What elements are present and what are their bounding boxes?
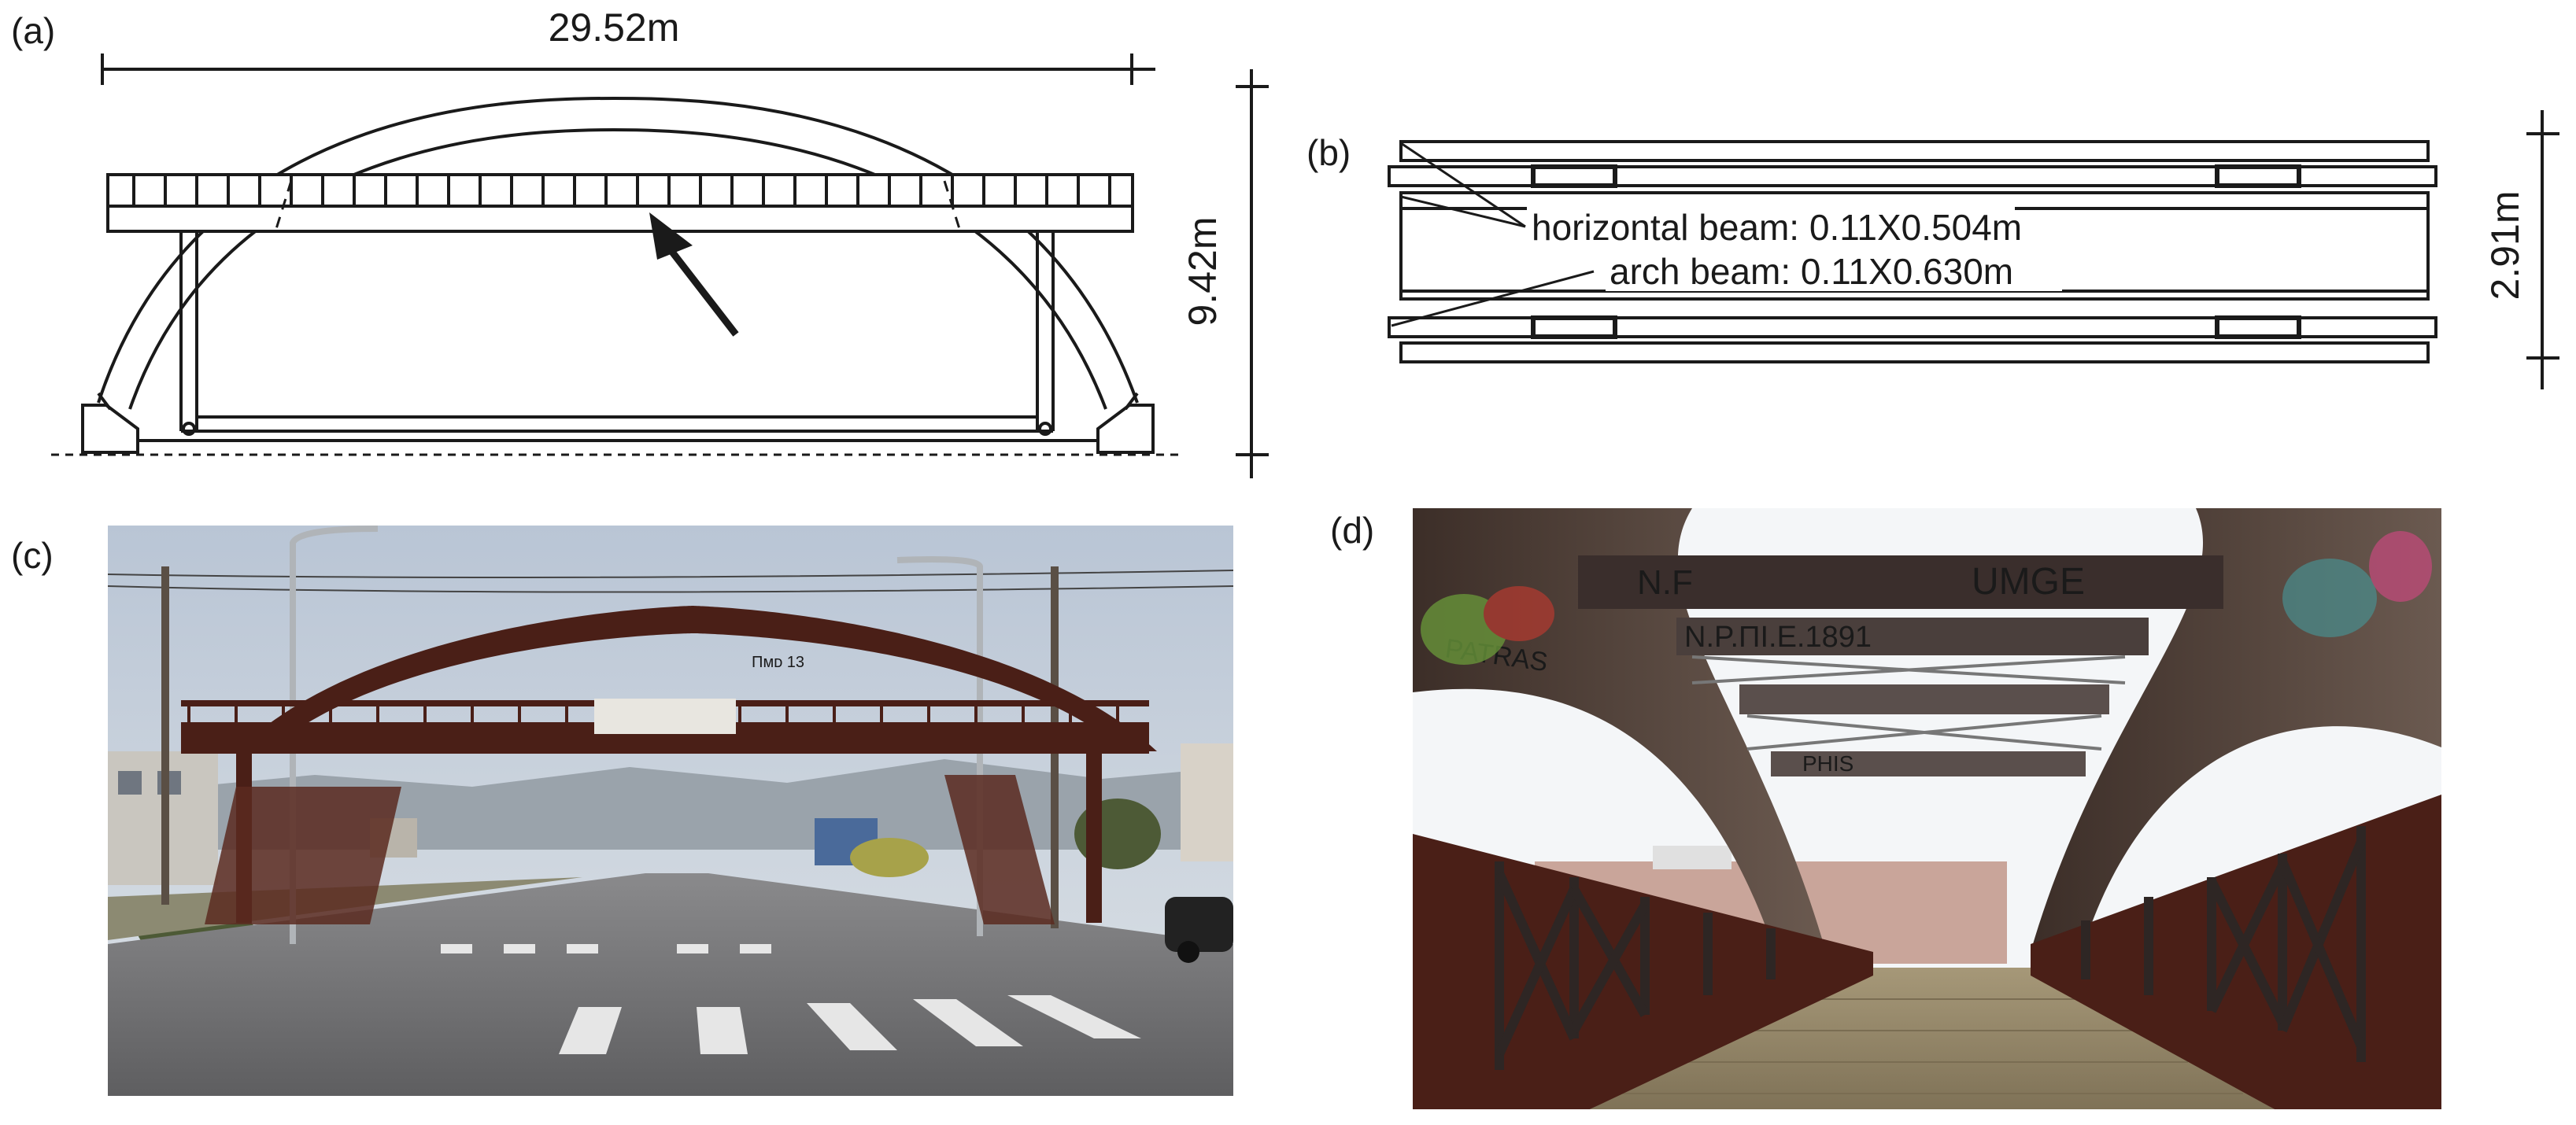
wooden-deck [1590, 968, 2275, 1109]
arch-hidden-part [274, 180, 962, 232]
panel-a-elevation: (a) 29.52m [11, 6, 1269, 478]
annotation-leaders [1391, 142, 1595, 327]
label-backdrop [1527, 206, 2015, 247]
beam-text-4: PHIS [1802, 751, 1853, 776]
height-dimension-label: 9.42m [1181, 217, 1225, 326]
panel-b-plan: (b) horizontal beam: 0.11X0.504m arch be… [1306, 110, 2559, 389]
panel-c-photo: Πᴍᴅ 13 [108, 526, 1233, 1096]
beam-text-2: UMGE [1972, 561, 2085, 603]
arch-outline [97, 96, 1139, 410]
span-dimension-line [101, 53, 1155, 85]
support-frame [134, 231, 1102, 442]
arch-beam-label: arch beam: 0.11X0.630m [1610, 251, 2013, 292]
road [108, 873, 1233, 1096]
panel-d-photo: N.F UMGE N.P.ΠΙ.Ε.1891 PHIS PATRAS [1413, 508, 2441, 1109]
beam-text-1: N.F [1637, 563, 1693, 602]
span-dimension-label: 29.52m [549, 6, 680, 50]
beam-text-3: N.P.ΠΙ.Ε.1891 [1684, 621, 1872, 654]
cross-beams [1578, 555, 2223, 776]
horizontal-beam-label: horizontal beam: 0.11X0.504m [1532, 207, 2022, 248]
deck-planks [1621, 998, 2243, 1094]
arch-marking: Πᴍᴅ 13 [752, 654, 804, 671]
panel-a-label: (a) [11, 10, 55, 51]
panel-b-label: (b) [1306, 132, 1351, 173]
panel-d-label: (d) [1330, 510, 1374, 551]
bridge-structure [181, 606, 1157, 924]
height-dimension-line [1236, 69, 1269, 478]
crosswalk [441, 944, 1141, 1054]
arrow-pointer [649, 212, 739, 337]
width-dimension-line [2526, 110, 2559, 389]
abutments [81, 392, 1155, 454]
right-railing [2031, 795, 2441, 1109]
graffiti [1421, 531, 2432, 665]
deck-railing [106, 173, 1134, 233]
street-lamps [290, 526, 983, 944]
label-backdrop [1606, 250, 2062, 291]
parked-car [1165, 897, 1233, 963]
panel-c-label: (c) [11, 535, 54, 576]
width-dimension-label: 2.91m [2483, 191, 2527, 301]
left-railing [1413, 834, 1873, 1109]
